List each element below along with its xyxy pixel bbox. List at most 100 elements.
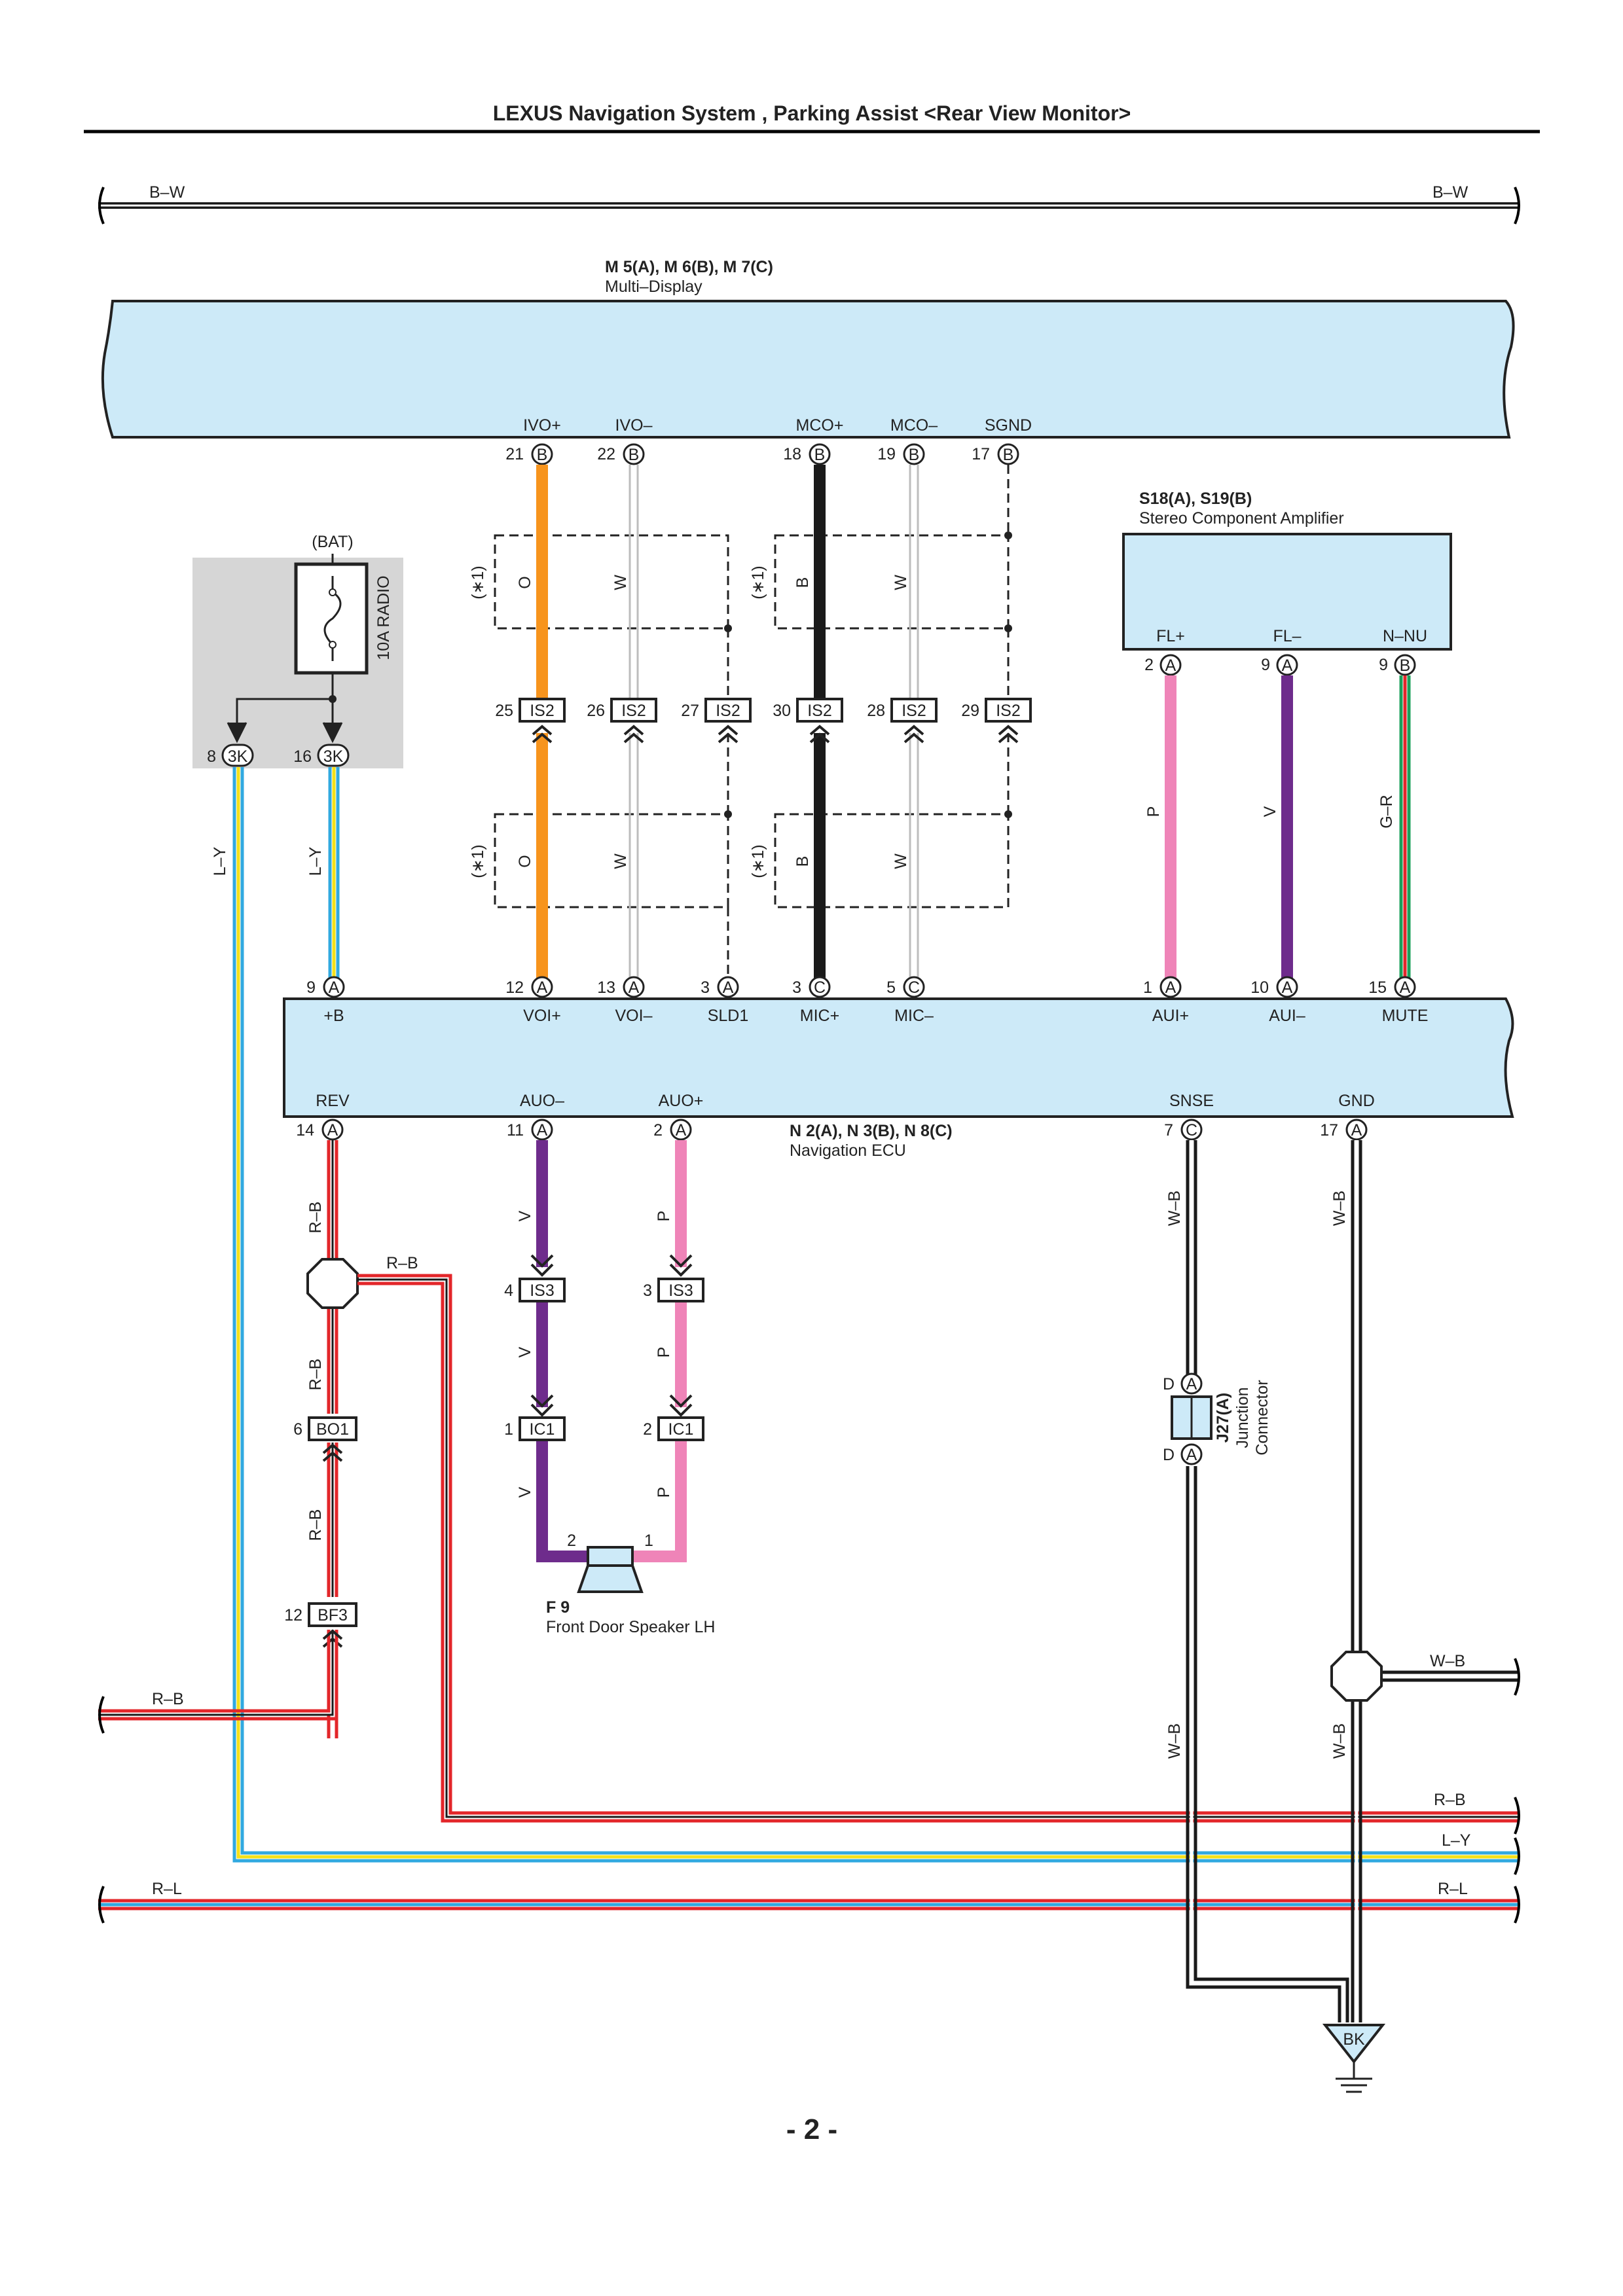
svg-text:A: A	[1282, 978, 1293, 997]
svg-text:1: 1	[644, 1532, 653, 1550]
svg-text:IS2: IS2	[996, 702, 1021, 720]
svg-text:IS2: IS2	[530, 702, 555, 720]
svg-text:A: A	[1186, 1446, 1197, 1464]
svg-text:FL+: FL+	[1156, 627, 1185, 645]
bus-label-left: B–W	[149, 183, 185, 202]
navigation-ecu-block: N 2(A), N 3(B), N 8(C) Navigation ECU	[283, 997, 1514, 1160]
svg-text:8: 8	[207, 747, 216, 766]
fuse-label: 10A RADIO	[374, 575, 393, 660]
svg-text:26: 26	[587, 702, 605, 720]
svg-text:1: 1	[504, 1420, 513, 1439]
svg-text:A: A	[629, 978, 640, 997]
svg-text:3K: 3K	[228, 747, 248, 766]
svg-text:R–B: R–B	[1434, 1791, 1466, 1809]
svg-text:AUI+: AUI+	[1152, 1007, 1189, 1025]
svg-text:L–Y: L–Y	[211, 846, 229, 876]
svg-text:BF3: BF3	[318, 1606, 348, 1624]
shield-junction-dots	[724, 531, 1012, 818]
shield-marks: (∗1) (∗1) (∗1) (∗1)	[469, 565, 767, 878]
bo1-connector: BO1 6	[293, 1416, 357, 1462]
svg-text:A: A	[1282, 656, 1293, 675]
svg-text:25: 25	[495, 702, 513, 720]
ecu-top-pins: A A A A C C A A A 9 12 13 3 3 5 1 10 15 …	[306, 976, 1428, 1025]
svg-text:22: 22	[597, 445, 615, 463]
svg-text:(∗1): (∗1)	[469, 844, 487, 878]
svg-text:V: V	[516, 1346, 534, 1357]
md-pin-sgnd: SGND 17 B	[972, 416, 1032, 465]
wire-shield-drain	[727, 465, 1010, 980]
svg-text:MCO–: MCO–	[890, 416, 938, 435]
wire-mute: G–R	[1377, 675, 1411, 980]
multi-display-name: Multi–Display	[605, 278, 702, 296]
md-wire-codes: O W B W O W B W	[516, 575, 910, 869]
svg-text:VOI+: VOI+	[523, 1007, 561, 1025]
svg-text:G–R: G–R	[1377, 795, 1396, 828]
svg-text:(∗1): (∗1)	[749, 844, 767, 878]
svg-text:N–NU: N–NU	[1383, 627, 1427, 645]
svg-text:2: 2	[567, 1532, 576, 1550]
svg-text:W–B: W–B	[1330, 1191, 1349, 1226]
svg-text:AUI–: AUI–	[1269, 1007, 1305, 1025]
svg-text:IVO–: IVO–	[615, 416, 653, 435]
wire-rev-rb: R–B R–B R–B	[306, 1140, 338, 1738]
wire-mic-minus	[909, 465, 919, 980]
wire-aui-plus: P	[1144, 675, 1176, 980]
is3-connectors: IS3 IS3 4 3	[504, 1254, 704, 1302]
svg-text:18: 18	[783, 445, 801, 463]
md-pin-ivo-minus: IVO– 22 B	[597, 416, 653, 465]
svg-text:P: P	[655, 1211, 673, 1222]
svg-text:IS3: IS3	[530, 1282, 555, 1300]
svg-text:A: A	[723, 978, 734, 997]
svg-text:AUO+: AUO+	[659, 1092, 704, 1110]
svg-text:9: 9	[1379, 656, 1388, 674]
svg-text:R–B: R–B	[386, 1254, 418, 1272]
svg-text:A: A	[537, 1121, 548, 1139]
wire-auo-plus: P P P	[632, 1140, 687, 1562]
svg-text:A: A	[1351, 1121, 1362, 1139]
svg-text:J27(A): J27(A)	[1214, 1393, 1232, 1443]
svg-text:A: A	[1186, 1375, 1197, 1393]
svg-text:6: 6	[293, 1420, 302, 1439]
svg-text:V: V	[516, 1210, 534, 1221]
multi-display-block: M 5(A), M 6(B), M 7(C) Multi–Display	[101, 258, 1515, 439]
svg-text:13: 13	[597, 978, 615, 997]
svg-text:MIC+: MIC+	[800, 1007, 839, 1025]
svg-text:SGND: SGND	[985, 416, 1032, 435]
svg-text:B: B	[629, 446, 640, 464]
svg-text:B: B	[537, 446, 548, 464]
svg-text:C: C	[1186, 1121, 1197, 1139]
svg-text:1: 1	[1143, 978, 1152, 997]
svg-text:W–B: W–B	[1165, 1191, 1184, 1226]
wire-snse-wb: W–B W–B	[1165, 1140, 1349, 2022]
battery-fuse-block: (BAT) 10A RADIO	[192, 533, 403, 768]
svg-text:12: 12	[284, 1606, 302, 1624]
svg-text:29: 29	[961, 702, 979, 720]
ic1-connectors: IC1 IC1 1 2	[504, 1394, 704, 1441]
splice-gnd	[1330, 1651, 1383, 1702]
svg-text:REV: REV	[316, 1092, 350, 1110]
splice-rev	[306, 1258, 359, 1309]
svg-text:7: 7	[1164, 1121, 1173, 1139]
svg-text:14: 14	[296, 1121, 314, 1139]
svg-text:A: A	[1165, 656, 1176, 675]
svg-text:SLD1: SLD1	[708, 1007, 749, 1025]
md-pin-mco-plus: MCO+ 18 B	[783, 416, 843, 465]
amp-pin-fl-plus: FL+ 2 A	[1144, 627, 1185, 676]
svg-text:28: 28	[867, 702, 885, 720]
svg-text:L–Y: L–Y	[1442, 1831, 1471, 1850]
is2-connectors: IS2 IS2 IS2 IS2 IS2 IS2 25 26 27 30 28 2…	[495, 698, 1032, 744]
ground-bk: BK	[1322, 2024, 1386, 2093]
bus-label-right: B–W	[1432, 183, 1468, 202]
ecu-bottom-pins: REV AUO– AUO+ SNSE GND A A A C A 14 11 2…	[296, 1092, 1375, 1141]
svg-text:A: A	[329, 978, 340, 997]
svg-text:SNSE: SNSE	[1169, 1092, 1214, 1110]
svg-text:IS2: IS2	[716, 702, 740, 720]
svg-text:W: W	[611, 575, 630, 590]
svg-text:9: 9	[306, 978, 316, 997]
svg-text:3: 3	[701, 978, 710, 997]
nav-ecu-name: Navigation ECU	[790, 1141, 906, 1160]
speaker-id: F 9	[546, 1598, 570, 1617]
svg-text:W: W	[892, 575, 910, 590]
page-title: LEXUS Navigation System , Parking Assist…	[493, 101, 1131, 125]
